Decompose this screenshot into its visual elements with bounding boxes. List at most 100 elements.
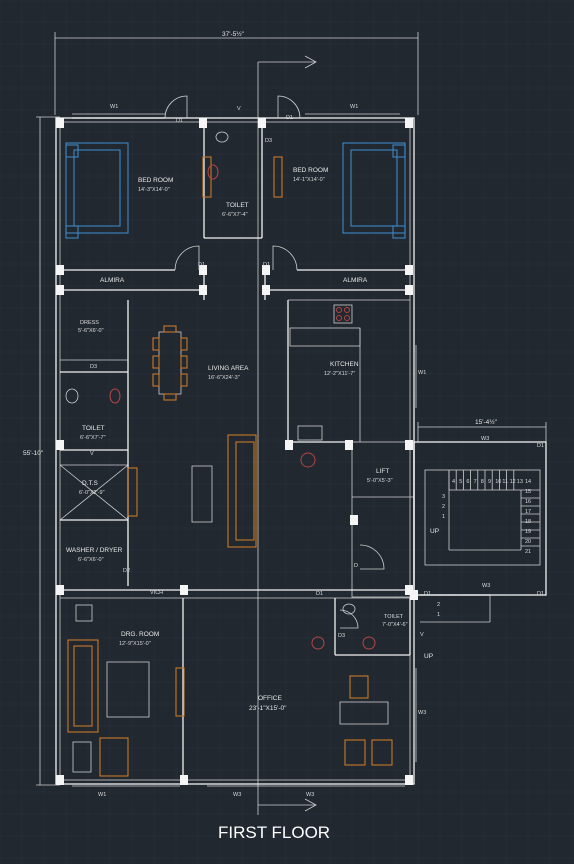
toilet-fixtures [65,131,376,650]
window-label-w3-lift: W3 [482,583,490,589]
column-3 [405,118,413,128]
stair-up-main: UP [430,528,439,535]
wardrobes [127,156,283,717]
window-label-w3-office: W3 [418,710,426,716]
drawing-name: DRG. ROOM [121,631,159,638]
column-6 [262,265,270,275]
window-label-w3-a: W3 [233,792,241,798]
drawing-room-furniture [67,604,150,777]
washer-size: 6'-6"X6'-0" [78,557,104,563]
top-width-label: 37'-5½" [222,30,245,38]
door-d1-living-right [272,245,298,271]
stair-step-small-1: 1 [437,612,440,618]
kitchen-size: 12'-2"X11'-7" [324,371,355,377]
top-dimension: 37'-5½" [54,30,419,115]
stair-step-top-4: 4 [452,479,455,485]
drawing-title: FIRST FLOOR [218,823,330,842]
column-12 [56,440,64,450]
column-21 [405,775,413,785]
door-label-d1-c: D1 [198,262,205,268]
structural-columns [56,118,418,785]
room-labels: BED ROOM 14'-3"X14'-0" BED ROOM 14'-1"X1… [66,167,408,712]
toilet-office-name: TOILET [384,614,404,620]
living-size: 16'-6"X24'-3" [208,375,240,381]
stair-step-right-14: 14 [525,479,531,485]
door-d1-right-swing [277,95,301,119]
column-8 [56,285,64,295]
stair-step-top-13: 13 [517,479,523,485]
left-dimension: 55'-10" [23,116,60,786]
lift-block-width-label: 15'-4½" [475,418,498,426]
toilet-office-size: 7'-0"X4'-6" [382,622,408,628]
stair-step-left-3: 3 [442,494,445,500]
stair-step-right-17: 17 [525,509,531,515]
bedroom-left-name: BED ROOM [138,177,173,184]
bedroom-right-size: 14'-1"X14'-0" [293,177,325,183]
door-label-d2: D2 [123,568,130,574]
toilet-top-name: TOILET [226,202,249,209]
column-18 [405,585,413,595]
window-label-w1-kitchen: W1 [418,370,426,376]
section-axis [257,55,317,815]
stair-step-right-19: 19 [525,529,531,535]
window-label-w1-top-right: W1 [350,104,358,110]
stair-step-right-21: 21 [525,549,531,555]
almira-right-name: ALMIRA [343,277,368,284]
door-d3-office-toilet [339,609,359,629]
stair-treads [448,470,540,547]
column-0 [56,118,64,128]
stair-step-top-7: 7 [474,479,477,485]
door-d1-living-left [174,245,200,271]
door-label-d3-left: D3 [90,364,97,370]
toilet-left-name: TOILET [82,425,105,432]
toilet-top-size: 6'-6"X7'-4" [222,212,248,218]
stair-step-top-8: 8 [481,479,484,485]
door-d1-left-swing [164,95,188,119]
door-label-d-lift: D [354,563,358,569]
lift-size: 5'-0"X5'-3" [367,478,393,484]
door-label-d1-b: D1 [286,115,293,121]
column-7 [405,265,413,275]
dress-size: 5'-6"X6'-0" [78,328,104,334]
stair-step-right-18: 18 [525,519,531,525]
washer-name: WASHER / DRYER [66,547,123,554]
stair-up-office: UP [424,653,433,660]
door-label-d1-a: D1 [176,118,183,124]
door-label-d1-lift-a: D1 [424,591,431,597]
dts-name: D.T.S [82,480,99,487]
bedroom-left-size: 14'-3"X14'-0" [138,187,170,193]
column-20 [180,775,188,785]
door-label-d1-office: D1 [316,591,323,597]
lift-name: LIFT [376,468,389,475]
column-10 [262,285,270,295]
drawing-size: 12'-9"X15'-0" [119,641,151,647]
door-label-d3-office: D3 [338,633,345,639]
column-19 [56,775,64,785]
door-label-d1-lift-b: D1 [537,443,544,449]
column-5 [199,265,207,275]
column-9 [199,285,207,295]
stair-step-top-6: 6 [466,479,469,485]
window-label-w3-lift-top: W3 [481,436,489,442]
kitchen-name: KITCHEN [330,361,359,368]
column-14 [345,440,353,450]
bed-left [65,142,129,239]
door-label-d1-lift-c: D1 [537,591,544,597]
stair-step-small-2: 2 [437,602,440,608]
office-name: OFFICE [258,695,282,702]
stair-step-left-2: 2 [442,504,445,510]
column-4 [56,265,64,275]
bed-right [342,142,406,239]
door-label-d3-top: D3 [265,138,272,144]
stair-step-top-9: 9 [488,479,491,485]
living-name: LIVING AREA [208,365,249,372]
column-16 [56,585,64,595]
almira-left-name: ALMIRA [100,277,125,284]
door-d-lift [359,544,385,570]
stair-step-right-20: 20 [525,539,531,545]
door-label-v-top: V [237,106,241,112]
door-swings [164,95,385,629]
stair-step-top-11: 11 [502,479,508,485]
